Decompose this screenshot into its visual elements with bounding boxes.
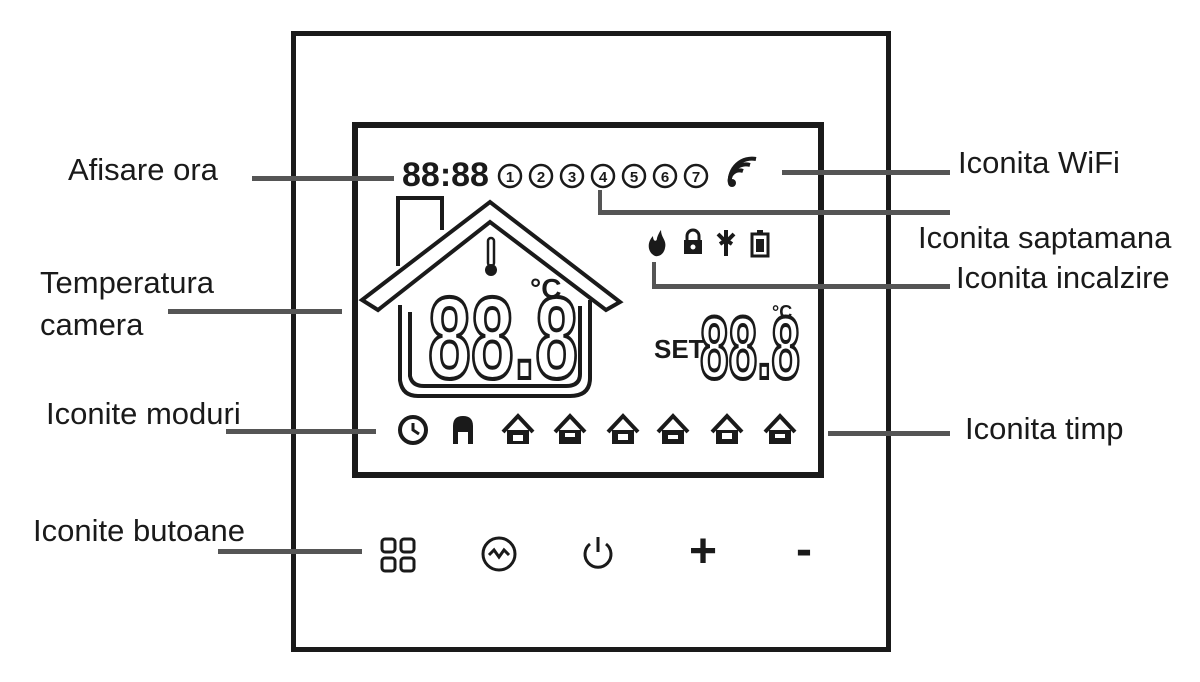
svg-text:3: 3 — [568, 169, 576, 186]
room-temp-digits: 88.8 — [428, 273, 578, 403]
home-mode-3-icon — [606, 413, 640, 444]
week-day-indicators: 1 2 3 4 5 6 7 — [497, 163, 709, 189]
label-clock: Afisare ora — [68, 152, 218, 187]
grid-icon — [380, 537, 416, 573]
clock-display: 88:88 — [402, 156, 489, 194]
leader-week — [598, 210, 950, 215]
week-day-4: 4 — [590, 163, 616, 189]
home-mode-4-icon — [656, 413, 690, 444]
home-mode-1-icon — [501, 413, 535, 444]
week-day-5: 5 — [621, 163, 647, 189]
wifi-icon — [727, 156, 757, 187]
lock-icon — [684, 228, 702, 254]
leader-heating — [652, 284, 950, 289]
flame-icon — [648, 230, 666, 257]
minus-button[interactable]: - — [774, 520, 834, 580]
thermometer-icon — [485, 236, 497, 276]
minus-icon: - — [796, 523, 812, 576]
svg-text:4: 4 — [599, 169, 608, 186]
label-time: Iconita timp — [965, 411, 1124, 446]
leader-week-vertical — [598, 190, 602, 214]
battery-icon — [750, 230, 770, 258]
clock-mode-icon — [398, 415, 428, 445]
power-button[interactable] — [568, 523, 628, 583]
house-outline — [358, 196, 624, 398]
mode-icons-row — [398, 413, 797, 445]
svg-text:7: 7 — [692, 169, 700, 186]
label-wifi: Iconita WiFi — [958, 145, 1120, 180]
label-buttons: Iconite butoane — [33, 513, 246, 548]
week-day-7: 7 — [683, 163, 709, 189]
label-week: Iconita saptamana — [918, 220, 1172, 255]
set-temp-display: SET 88.8 °C — [654, 296, 802, 399]
home-mode-2-icon — [553, 413, 587, 444]
mode-button[interactable] — [469, 524, 529, 584]
leader-clock — [252, 176, 394, 181]
clock-digits: 88:88 — [402, 156, 489, 194]
clock-cycle-icon — [481, 536, 517, 572]
power-icon — [583, 537, 613, 569]
plus-button[interactable]: + — [673, 522, 733, 582]
set-label: SET — [654, 334, 705, 364]
lcd-screen — [352, 122, 824, 478]
leader-heating-vertical — [652, 262, 656, 288]
room-temp-display: 88.8 °C — [426, 271, 580, 405]
leader-buttons — [218, 549, 362, 554]
svg-text:1: 1 — [506, 169, 514, 186]
week-day-3: 3 — [559, 163, 585, 189]
thermostat-frame — [291, 31, 891, 652]
week-day-1: 1 — [497, 163, 523, 189]
room-temp-unit: °C — [530, 273, 561, 304]
home-mode-5-icon — [710, 413, 744, 444]
svg-text:2: 2 — [537, 169, 545, 186]
svg-text:6: 6 — [661, 169, 669, 186]
leader-room-temp — [168, 309, 342, 314]
menu-button[interactable] — [368, 525, 428, 585]
antifreeze-icon — [716, 230, 736, 256]
label-room-temp-line1: Temperatura — [40, 265, 215, 300]
home-mode-6-icon — [763, 413, 797, 444]
week-day-6: 6 — [652, 163, 678, 189]
week-day-2: 2 — [528, 163, 554, 189]
label-heating: Iconita incalzire — [956, 260, 1170, 295]
leader-time — [828, 431, 950, 436]
label-modes: Iconite moduri — [46, 396, 241, 431]
leader-modes — [226, 429, 376, 434]
plus-icon: + — [688, 525, 718, 578]
label-room-temp-line2: camera — [40, 307, 144, 342]
hand-manual-icon — [453, 416, 473, 444]
svg-text:5: 5 — [630, 169, 638, 186]
leader-wifi — [782, 170, 950, 175]
set-temp-digits: 88.8 — [700, 298, 800, 397]
set-temp-unit: °C — [772, 302, 792, 322]
